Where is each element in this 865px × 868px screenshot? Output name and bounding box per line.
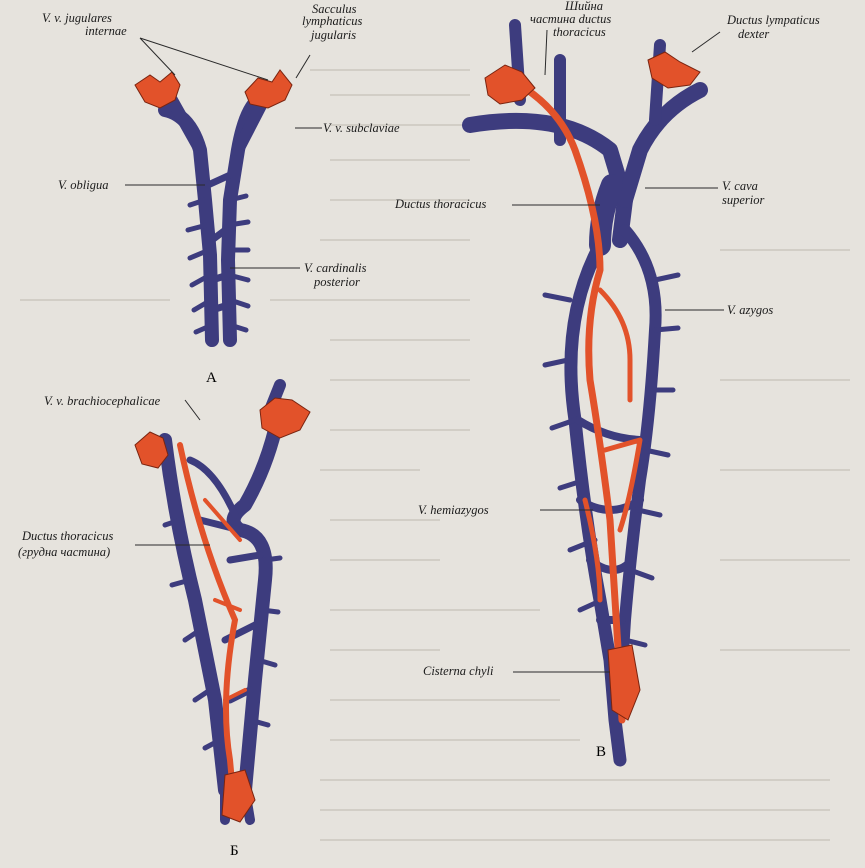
label-jugulares-line1: V. v. jugulares [42,11,112,25]
label-brachiocephalicae: V. v. brachiocephalicae [44,394,161,408]
background-page-text [20,69,850,841]
label-sacculus-line2: lymphaticus [302,14,363,28]
figure-c-thoracic-duct [516,81,643,724]
figure-c: В [462,19,708,767]
label-dexter-line2: dexter [738,27,770,41]
label-ductus-c: Ductus thoracicus [395,197,487,211]
figure-c-veins [462,19,708,767]
figure-c-lymph-sacs [484,51,701,721]
figure-b-thoracic-duct [177,442,247,818]
label-jugulares-line2: internae [85,24,127,38]
figure-a: А [134,69,293,386]
label-shiina-line1: Шийна [565,0,603,13]
leader-lines [125,29,724,673]
figure-a-lymph-sacs [134,69,293,109]
label-cisterna: Cisterna chyli [423,664,494,678]
label-obligua: V. obligua [58,178,109,192]
label-azygos: V. azygos [727,303,774,317]
figure-a-veins [158,86,274,347]
label-cardinalis-line2: posterior [314,275,360,289]
label-dexter-line1: Ductus lympaticus [727,13,820,27]
figure-b-lymph-sacs [134,397,311,823]
label-cava-line2: superior [722,193,765,207]
label-shiina-line3: thoracicus [553,25,606,39]
figure-b: Б [134,379,311,859]
label-ductus-b-line1: Ductus thoracicus [22,529,114,543]
panel-label-b: Б [230,843,239,859]
panel-label-c: В [596,744,606,760]
label-hemiazygos: V. hemiazygos [418,503,489,517]
label-cardinalis-line1: V. cardinalis [304,261,367,275]
label-sacculus-line3: jugularis [311,28,357,42]
label-shiina-line2: частина ductus [530,12,612,26]
label-ductus-b-line2: (грудна частина) [18,545,111,559]
panel-label-a: А [206,370,217,386]
label-sacculus-line1: Sacculus [312,2,357,16]
label-cava-line1: V. cava [722,179,758,193]
label-subclaviae: V. v. subclaviae [323,121,400,135]
